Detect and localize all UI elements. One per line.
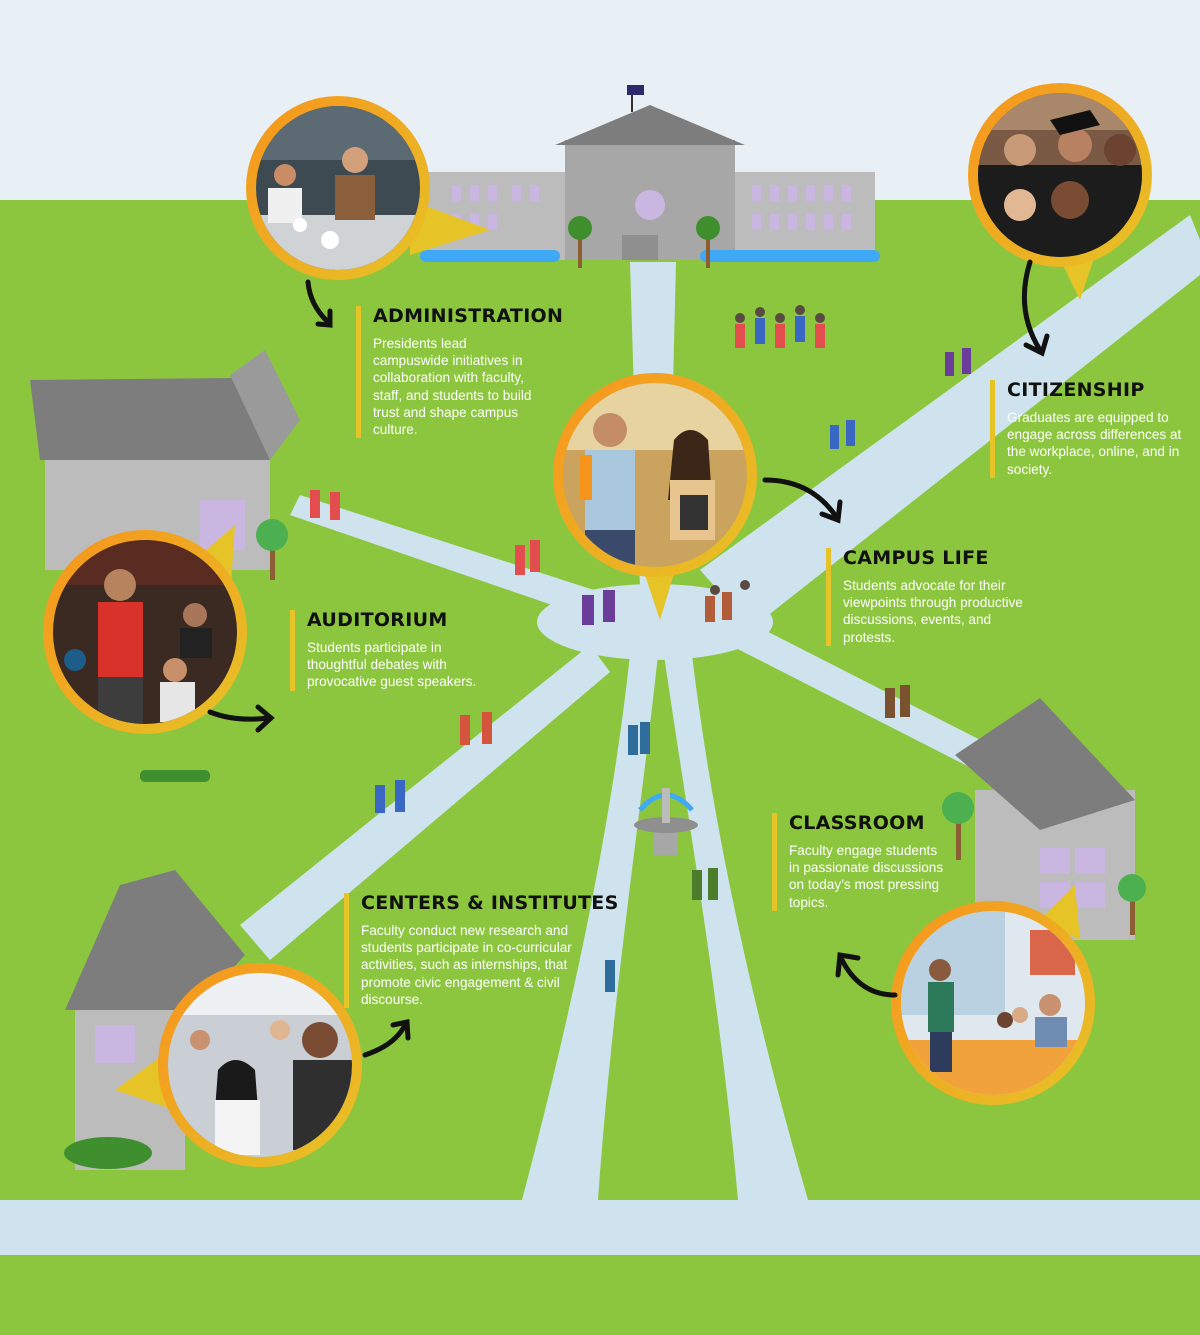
arrow-head-administration	[315, 308, 333, 328]
people-figures	[140, 305, 971, 992]
centers-photo	[115, 963, 362, 1167]
arrow-centers	[362, 1022, 408, 1058]
administration-label: ADMINISTRATION Presidents lead campuswid…	[356, 305, 564, 439]
arrow-head-campus-life	[819, 499, 843, 524]
auditorium-building	[30, 350, 300, 570]
flag-icon	[627, 85, 644, 95]
classroom-title: CLASSROOM	[789, 812, 925, 834]
campus-life-title: CAMPUS LIFE	[843, 547, 989, 569]
centers-institutes-title: CENTERS & INSTITUTES	[361, 892, 619, 914]
auditorium-label: AUDITORIUM Students participate in thoug…	[290, 610, 487, 691]
citizenship-title: CITIZENSHIP	[1007, 379, 1145, 401]
flow-arrows	[207, 259, 1050, 1058]
administration-photo	[246, 96, 490, 280]
path-south-left	[522, 655, 658, 1200]
classroom-label: CLASSROOM Faculty engage students in pas…	[772, 813, 949, 911]
auditorium-photo	[43, 525, 247, 734]
path-west	[290, 495, 600, 618]
arrow-auditorium	[207, 709, 271, 722]
path-northeast	[700, 215, 1200, 628]
campus-life-photo	[553, 373, 757, 620]
campus-life-label: CAMPUS LIFE Students advocate for their …	[826, 548, 1033, 646]
fountain-icon	[634, 788, 698, 855]
campus-life-description: Students advocate for their viewpoints t…	[843, 577, 1023, 645]
arrow-head-centers	[390, 1018, 411, 1041]
citizenship-description: Graduates are equipped to engage across …	[1007, 409, 1182, 477]
centers-institutes-label: CENTERS & INSTITUTES Faculty conduct new…	[344, 892, 619, 1009]
path-southwest	[240, 645, 610, 960]
arrow-classroom	[839, 957, 898, 998]
auditorium-title: AUDITORIUM	[307, 609, 448, 631]
arrow-citizenship	[1021, 259, 1043, 353]
classroom-photo	[891, 885, 1095, 1105]
main-hall	[420, 85, 880, 262]
centers-institutes-description: Faculty conduct new research and student…	[361, 922, 572, 1007]
administration-description: Presidents lead campuswide initiatives i…	[373, 335, 532, 438]
arrow-head-auditorium	[255, 704, 275, 733]
arrow-head-classroom	[835, 952, 861, 978]
arrow-administration	[305, 279, 331, 325]
citizenship-label: CITIZENSHIP Graduates are equipped to en…	[990, 380, 1182, 478]
lawn-bottom	[0, 1255, 1200, 1335]
auditorium-description: Students participate in thoughtful debat…	[307, 639, 477, 690]
arrow-campus-life	[762, 477, 838, 518]
trees	[256, 216, 1146, 935]
arrow-head-citizenship	[1023, 333, 1050, 357]
path-south-right	[664, 655, 808, 1200]
classroom-description: Faculty engage students in passionate di…	[789, 842, 944, 910]
administration-title: ADMINISTRATION	[373, 305, 564, 327]
path-southeast	[720, 615, 1000, 775]
main-road	[0, 1200, 1200, 1255]
